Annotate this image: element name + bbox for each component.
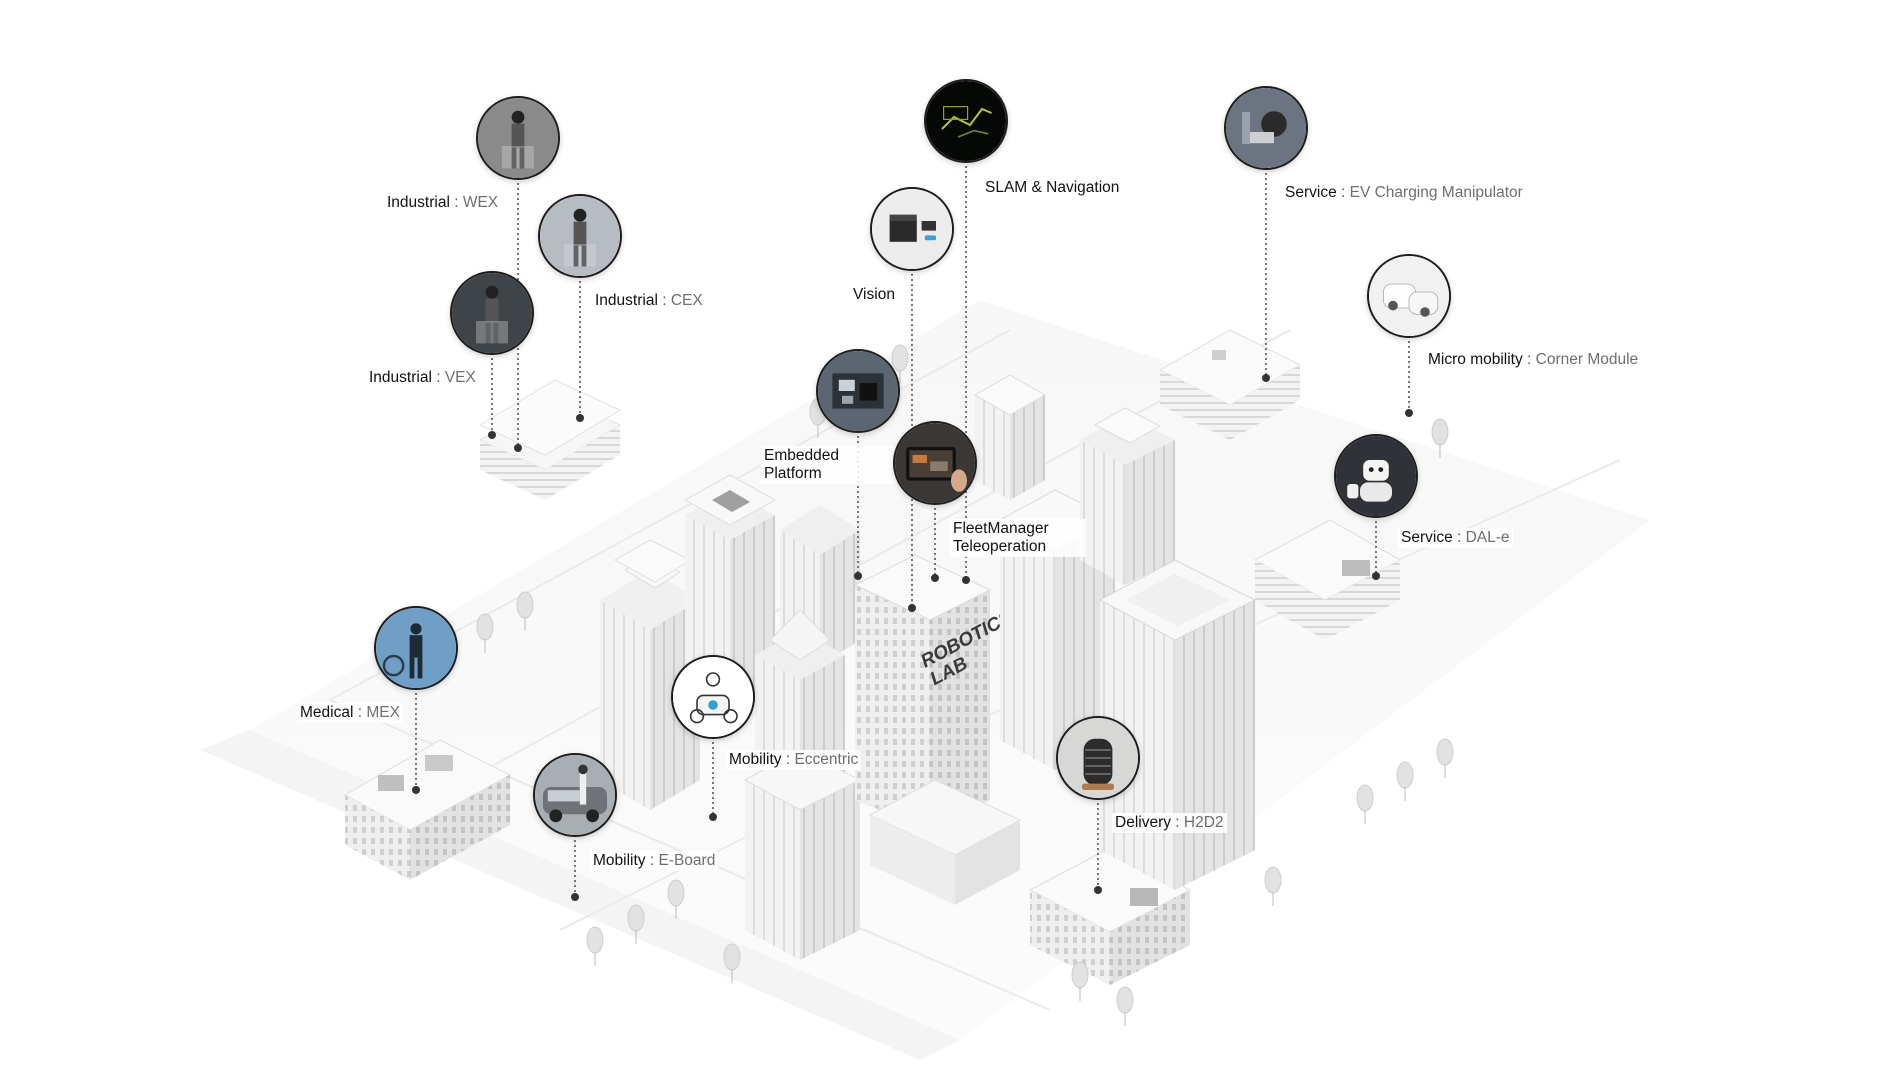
eboard-icon[interactable] — [533, 753, 617, 837]
vest-exoskeleton-icon[interactable] — [450, 271, 534, 355]
anchor-dot-cex — [576, 414, 584, 422]
anchor-dot-vex — [488, 431, 496, 439]
slam-map-icon[interactable] — [924, 79, 1008, 163]
vision-controller-icon[interactable] — [870, 187, 954, 271]
label-separator: : — [353, 704, 367, 721]
callout-label: Industrial : CEX — [592, 291, 706, 311]
chairless-exoskeleton-icon[interactable] — [538, 194, 622, 278]
label-line: FleetManager — [953, 520, 1049, 537]
label-category: Industrial — [387, 194, 450, 211]
label-separator: : — [657, 292, 671, 309]
service-robot-icon[interactable] — [1334, 434, 1418, 518]
label-line: Teleoperation — [953, 538, 1047, 555]
label-item: Eccentric — [794, 751, 859, 768]
label-separator: : — [781, 751, 795, 768]
label-item: WEX — [462, 194, 499, 211]
label-separator: : — [1336, 184, 1350, 201]
anchor-dot-ev — [1262, 374, 1270, 382]
anchor-dot-dale — [1372, 572, 1380, 580]
anchor-dot-eccentric — [709, 813, 717, 821]
corner-module-icon[interactable] — [1367, 254, 1451, 338]
medical-exoskeleton-icon[interactable] — [374, 606, 458, 690]
callout-label: Vision — [850, 285, 898, 305]
anchor-dot-vision — [908, 604, 916, 612]
callout-label: Industrial : VEX — [366, 368, 479, 388]
label-category: Service — [1401, 529, 1453, 546]
anchor-dot-h2d2 — [1094, 886, 1102, 894]
callout-label: Delivery : H2D2 — [1112, 813, 1227, 833]
anchor-dot-fleet — [931, 574, 939, 582]
label-separator: : — [645, 852, 659, 869]
callout-label: Mobility : Eccentric — [726, 750, 862, 770]
anchor-dot-corner — [1405, 409, 1413, 417]
label-separator: : — [431, 369, 445, 386]
callout-label: SLAM & Navigation — [982, 178, 1123, 198]
label-line: Embedded — [764, 447, 839, 464]
label-item: Corner Module — [1535, 351, 1639, 368]
eccentric-mobility-icon[interactable] — [671, 655, 755, 739]
label-item: E-Board — [658, 852, 716, 869]
callout-label: Micro mobility : Corner Module — [1425, 350, 1642, 370]
anchor-dot-slam — [962, 576, 970, 584]
label-category: Delivery — [1115, 814, 1171, 831]
label-category: Industrial — [595, 292, 658, 309]
callout-label: Industrial : WEX — [384, 193, 502, 213]
label-separator: : — [1522, 351, 1536, 368]
label-separator: : — [1452, 529, 1466, 546]
callout-label: Service : EV Charging Manipulator — [1282, 183, 1526, 203]
label-item: H2D2 — [1183, 814, 1224, 831]
label-category: Mobility — [593, 852, 646, 869]
callout-label: Service : DAL-e — [1398, 528, 1513, 548]
label-item: VEX — [444, 369, 476, 386]
label-category: Micro mobility — [1428, 351, 1523, 368]
label-item: DAL-e — [1465, 529, 1510, 546]
label-category: Service — [1285, 184, 1337, 201]
embedded-board-icon[interactable] — [816, 349, 900, 433]
label-category: SLAM & Navigation — [985, 179, 1120, 196]
wearable-exoskeleton-icon[interactable] — [476, 96, 560, 180]
callout-label: Medical : MEX — [297, 703, 403, 723]
anchor-dot-wex — [514, 444, 522, 452]
label-item: EV Charging Manipulator — [1349, 184, 1523, 201]
label-line: Platform — [764, 465, 822, 482]
anchor-dot-mex — [412, 786, 420, 794]
label-separator: : — [1170, 814, 1184, 831]
label-item: CEX — [670, 292, 703, 309]
delivery-robot-icon[interactable] — [1056, 716, 1140, 800]
label-category: Mobility — [729, 751, 782, 768]
label-category: Vision — [853, 286, 895, 303]
label-separator: : — [449, 194, 463, 211]
label-category: Industrial — [369, 369, 432, 386]
anchor-dot-eboard — [571, 893, 579, 901]
callout-label: Mobility : E-Board — [590, 851, 719, 871]
anchor-dot-embedded — [854, 572, 862, 580]
ev-charging-robot-icon[interactable] — [1224, 86, 1308, 170]
tablet-teleoperation-icon[interactable] — [893, 421, 977, 505]
label-category: Medical — [300, 704, 354, 721]
label-item: MEX — [366, 704, 400, 721]
